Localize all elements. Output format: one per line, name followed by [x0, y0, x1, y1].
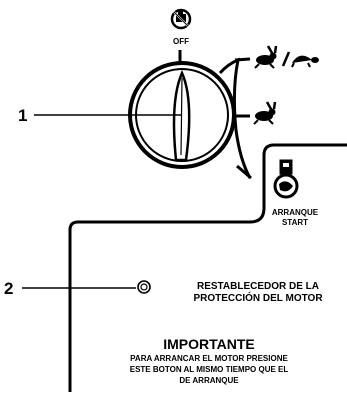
important-line3: DE ARRANQUE [179, 376, 239, 385]
rabbit-icon [253, 101, 277, 125]
important-title: IMPORTANTE [163, 336, 255, 352]
start-label-en: START [282, 218, 308, 227]
start-key-icon [273, 159, 299, 199]
panel-outline [68, 143, 347, 392]
motor-reset-button[interactable] [137, 280, 151, 294]
callout-number-2: 2 [4, 279, 13, 298]
fast-slow-tick [234, 57, 251, 62]
important-line1: PARA ARRANCAR EL MOTOR PRESIONE [130, 354, 288, 363]
reset-label-line1: RESTABLECEDOR DE LA [197, 281, 319, 292]
off-label: OFF [173, 37, 189, 46]
start-tick [236, 164, 252, 180]
important-line2: ESTE BOTON AL MISMO TIEMPO QUE EL [130, 365, 289, 374]
reset-label-line2: PROTECCIÓN DEL MOTOR [193, 291, 323, 304]
callout-number-1: 1 [18, 106, 27, 125]
rabbit-turtle-icon [254, 45, 319, 69]
engine-off-icon [170, 8, 192, 30]
speed-range-arc [218, 57, 252, 179]
start-label-es: ARRANQUE [272, 208, 319, 217]
